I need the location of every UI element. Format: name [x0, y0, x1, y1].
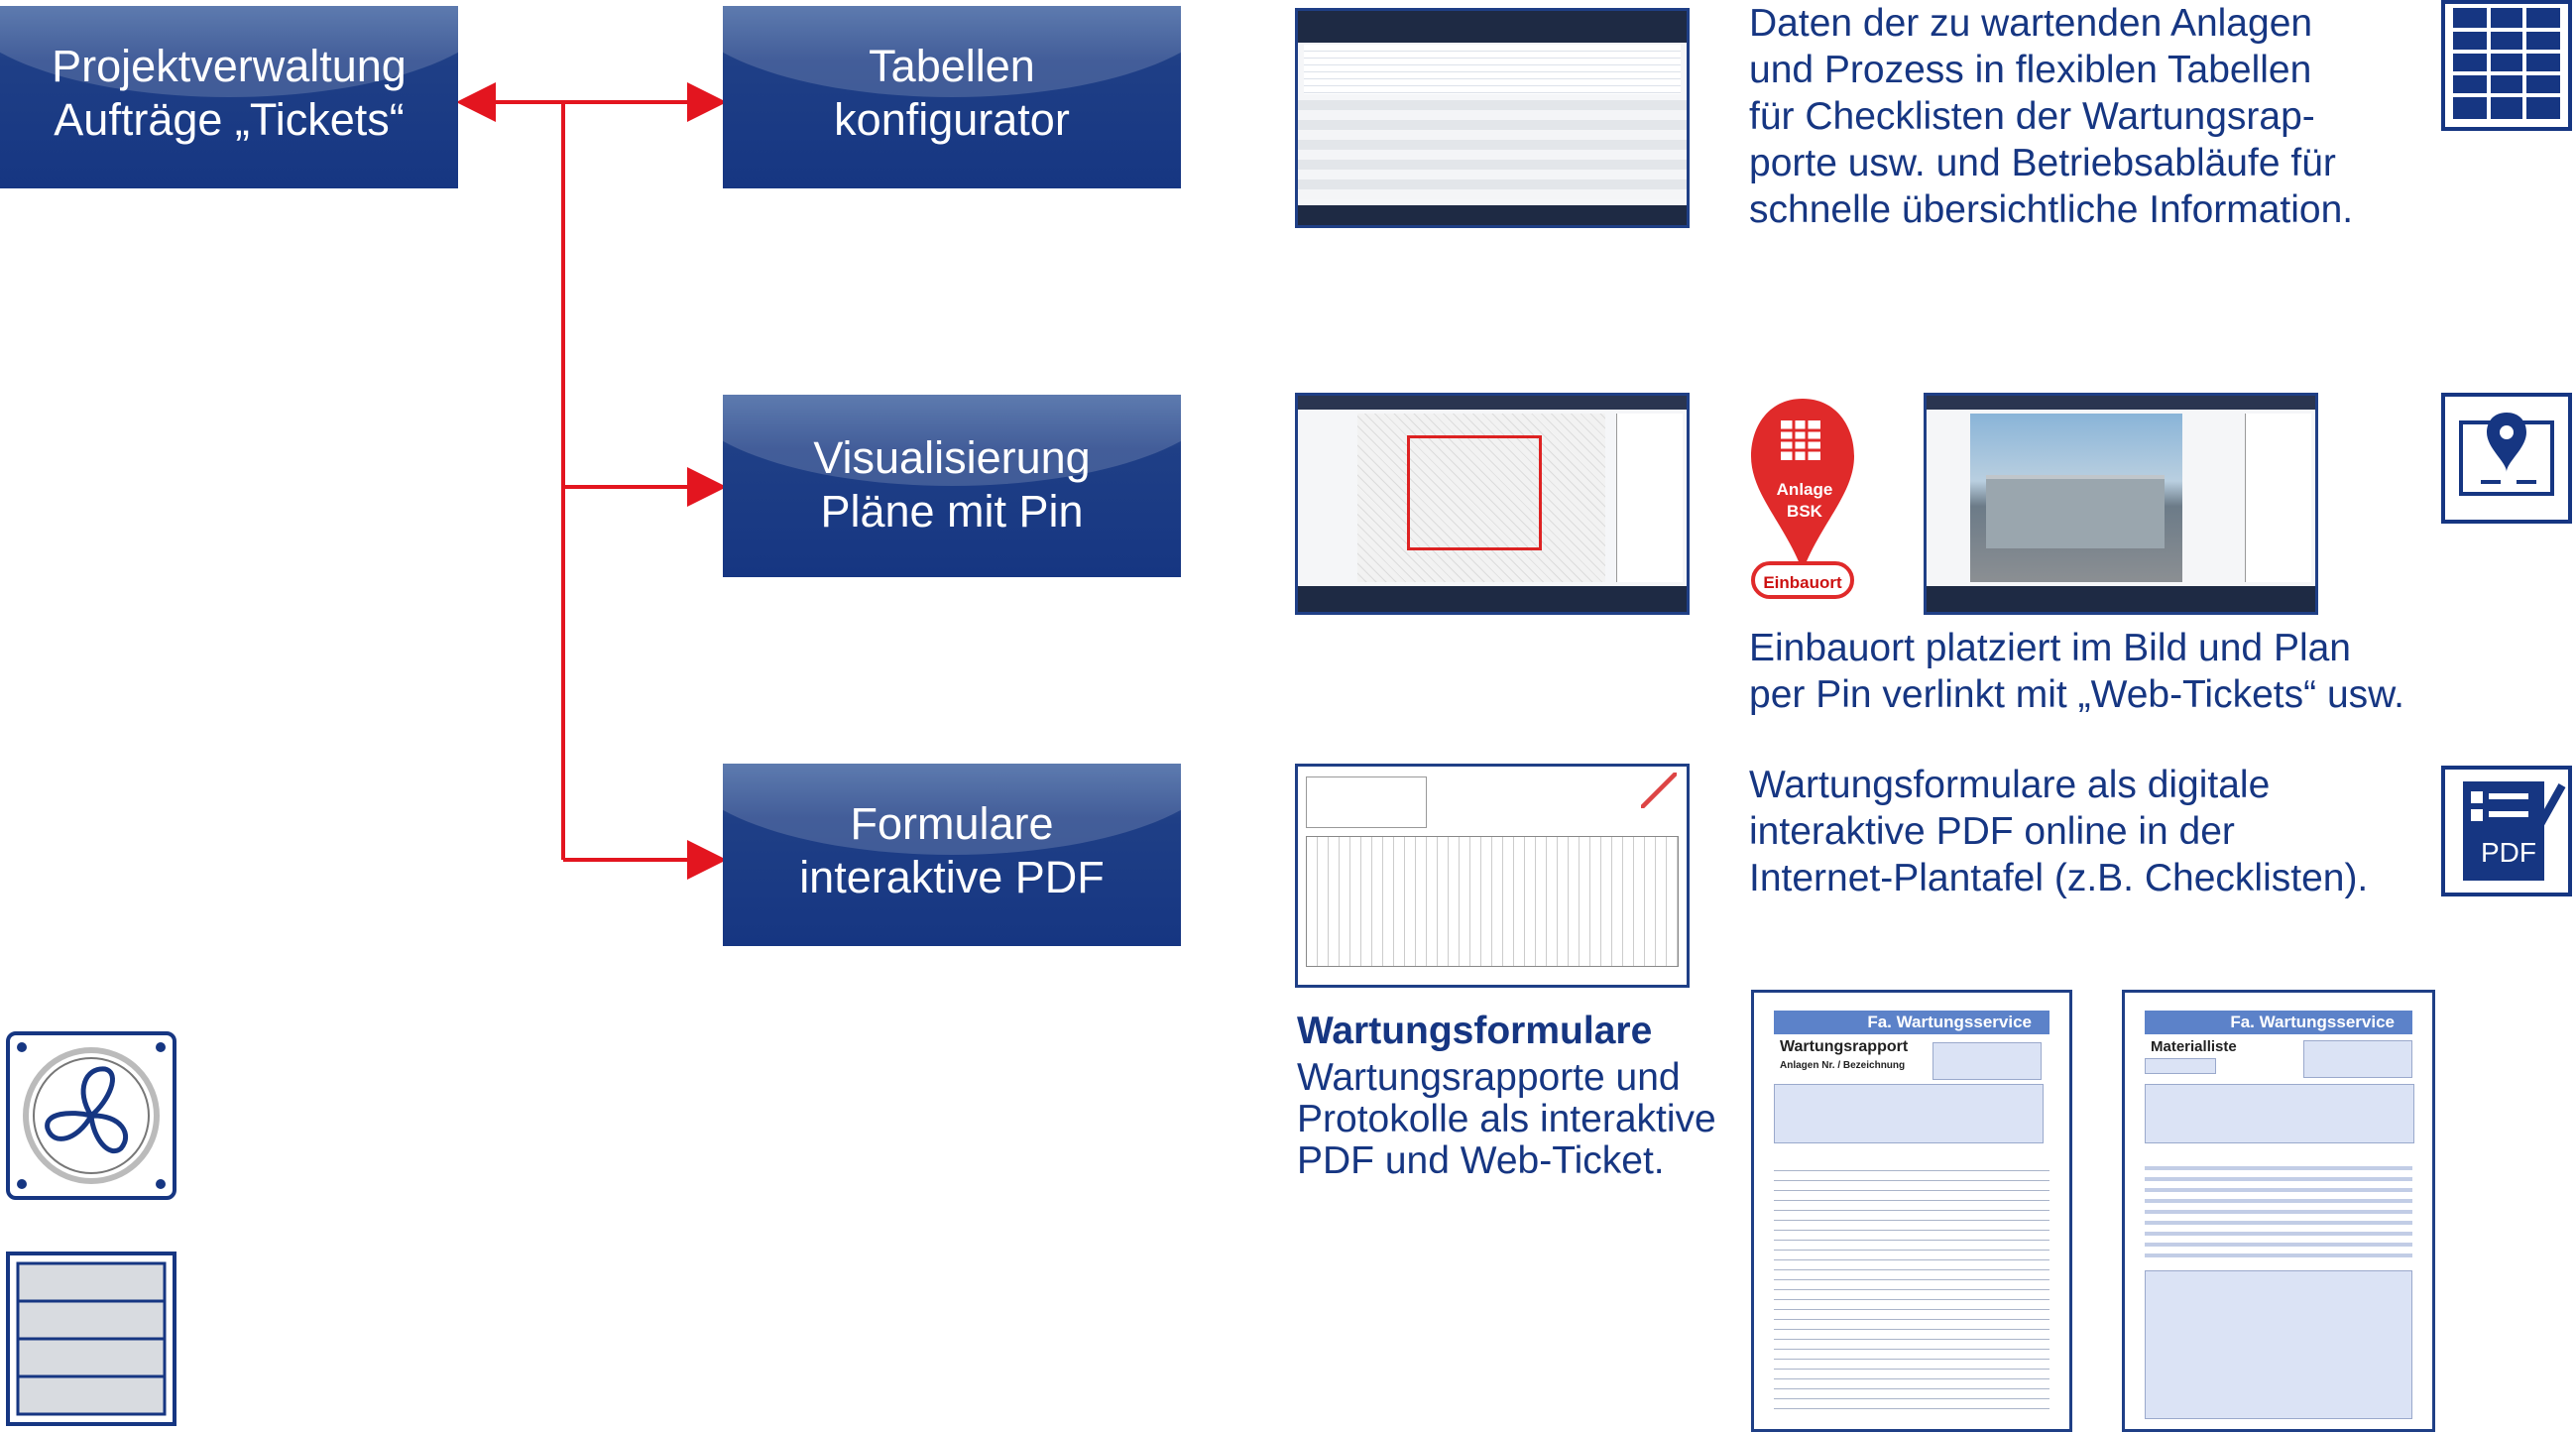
box-visualisierung: Visualisierung Pläne mit Pin: [723, 395, 1181, 577]
box-projekt-line2: Aufträge „Tickets“: [54, 94, 405, 145]
form-rapport-header: Fa. Wartungsservice: [1774, 1011, 2049, 1034]
box-formulare: Formulare interaktive PDF: [723, 764, 1181, 946]
desc-tabellen-line: und Prozess in flexiblen Tabellen: [1749, 49, 2312, 91]
box-visual-line1: Visualisierung: [813, 432, 1091, 483]
screenshot-photo: [1924, 393, 2318, 615]
wartungs-caption-line: Protokolle als interaktive: [1297, 1098, 1716, 1140]
form-materialliste: Fa. Wartungsservice Materialliste: [2122, 990, 2435, 1432]
panel-icon: [6, 1252, 176, 1426]
screenshot-visualisierung: [1295, 393, 1690, 615]
box-formulare-line2: interaktive PDF: [799, 852, 1105, 902]
form-material-header: Fa. Wartungsservice: [2145, 1011, 2412, 1034]
desc-tabellen-line: porte usw. und Betriebsabläufe für: [1749, 142, 2336, 184]
wartungs-caption-line: PDF und Web-Ticket.: [1297, 1139, 1665, 1182]
box-tabellen-line2: konfigurator: [834, 94, 1070, 145]
box-projekt-line1: Projektverwaltung: [52, 41, 407, 91]
desc-tabellen-line: Daten der zu wartenden Anlagen: [1749, 2, 2313, 45]
pin-label-line1: Anlage: [1776, 480, 1833, 499]
wartungs-caption-text: Wartungsrapporte und Protokolle als inte…: [1297, 1057, 1716, 1182]
desc-visual: Einbauort platziert im Bild und Plan per…: [1749, 625, 2463, 718]
form-wartungsrapport: Fa. Wartungsservice Wartungsrapport Anla…: [1751, 990, 2072, 1432]
pdf-icon-label: PDF: [2481, 837, 2536, 868]
desc-tabellen: Daten der zu wartenden Anlagen und Proze…: [1749, 0, 2463, 233]
pin-marker-icon: [1751, 399, 1854, 599]
form-rapport-title: Wartungsrapport: [1780, 1038, 1909, 1055]
desc-formulare: Wartungsformulare als digitale interakti…: [1749, 762, 2463, 901]
map-pin-icon: [2441, 393, 2572, 524]
box-projektverwaltung: Projektverwaltung Aufträge „Tickets“: [0, 6, 458, 188]
table-icon: [2441, 0, 2572, 131]
screenshot-formular: [1295, 764, 1690, 988]
form-material-title: Materialliste: [2151, 1038, 2237, 1055]
form-rapport-subtitle: Anlagen Nr. / Bezeichnung: [1780, 1060, 1906, 1071]
desc-tabellen-line: schnelle übersichtliche Information.: [1749, 188, 2354, 231]
desc-formulare-line: Internet-Plantafel (z.B. Checklisten).: [1749, 857, 2369, 899]
pin-badge-einbauort: Einbauort: [1763, 573, 1842, 592]
desc-tabellen-line: für Checklisten der Wartungsrap-: [1749, 95, 2315, 138]
box-tabellen: Tabellen konfigurator: [723, 6, 1181, 188]
wartungs-caption-title: Wartungsformulare: [1297, 1010, 1653, 1052]
box-formulare-line1: Formulare: [850, 798, 1054, 849]
desc-formulare-line: interaktive PDF online in der: [1749, 810, 2235, 853]
wartungs-caption-line: Wartungsrapporte und: [1297, 1056, 1681, 1099]
desc-formulare-line: Wartungsformulare als digitale: [1749, 764, 2271, 806]
box-visual-line2: Pläne mit Pin: [820, 486, 1084, 537]
desc-visual-line: per Pin verlinkt mit „Web-Tickets“ usw.: [1749, 673, 2404, 716]
desc-visual-line: Einbauort platziert im Bild und Plan: [1749, 627, 2351, 669]
fan-icon: [6, 1031, 176, 1200]
box-tabellen-line1: Tabellen: [869, 41, 1035, 91]
screenshot-tabellen: [1295, 8, 1690, 228]
pin-label-line2: BSK: [1787, 502, 1822, 521]
pdf-form-icon: [2441, 766, 2572, 896]
